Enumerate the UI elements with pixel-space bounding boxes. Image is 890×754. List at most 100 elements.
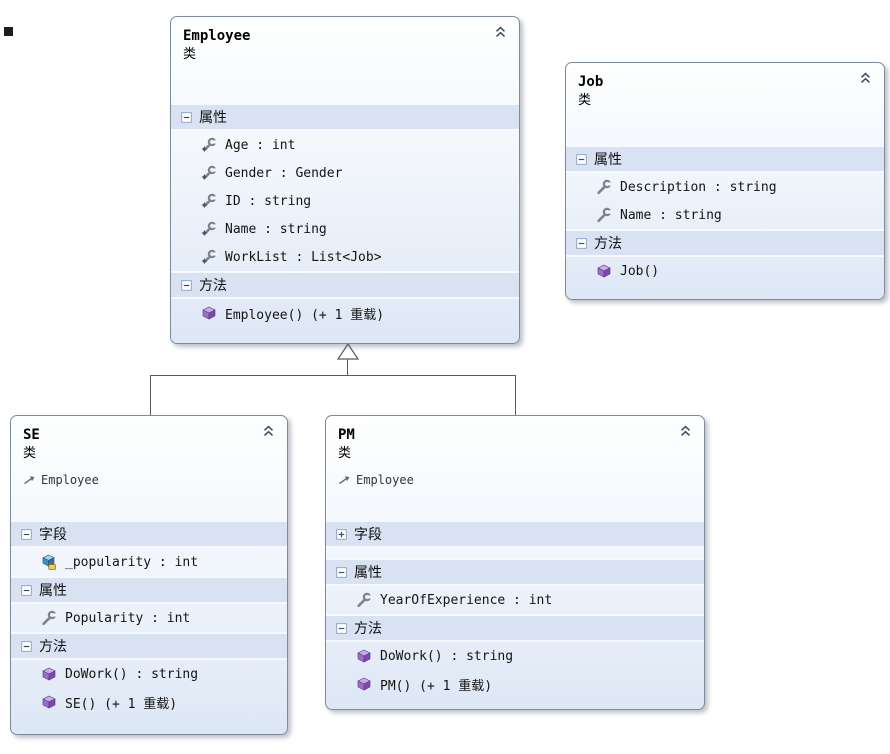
property-wrench-icon <box>356 592 372 608</box>
collapse-chevron-button[interactable] <box>676 425 694 440</box>
member-text: WorkList : List<Job> <box>225 249 382 265</box>
member-text: Age : int <box>225 137 296 153</box>
section-methods[interactable]: 方法 <box>566 229 884 257</box>
class-box-job[interactable]: Job 类 属性 Description : string Name : str… <box>565 62 885 300</box>
section-properties[interactable]: 属性 <box>566 145 884 173</box>
member-text: Gender : Gender <box>225 165 343 181</box>
diagram-handle-square <box>4 27 13 36</box>
member-text: Description : string <box>620 179 777 195</box>
minus-box-icon[interactable] <box>576 154 587 165</box>
collapse-chevron-button[interactable] <box>491 26 509 41</box>
property-wrench-star-icon <box>201 221 217 237</box>
section-label: 属性 <box>39 583 67 599</box>
base-class-row: Employee <box>338 473 692 487</box>
minus-box-icon[interactable] <box>21 585 32 596</box>
section-label: 属性 <box>354 565 382 581</box>
class-kind-label: 类 <box>183 47 197 62</box>
minus-box-icon[interactable] <box>181 280 192 291</box>
member-yearofexperience[interactable]: YearOfExperience : int <box>326 586 704 614</box>
section-label: 方法 <box>39 639 67 655</box>
section-label: 字段 <box>39 527 67 543</box>
member-popularity-field[interactable]: _popularity : int <box>11 548 287 576</box>
chevrons-up-icon <box>679 425 692 437</box>
collapse-chevron-button[interactable] <box>259 425 277 440</box>
inheritance-line-pm <box>515 375 516 415</box>
property-wrench-icon <box>41 610 57 626</box>
plus-box-icon[interactable] <box>336 529 347 540</box>
method-cube-icon <box>596 263 612 279</box>
member-popularity-prop[interactable]: Popularity : int <box>11 604 287 632</box>
inheritance-line-horizontal <box>150 375 516 376</box>
collapse-chevron-button[interactable] <box>856 72 874 87</box>
minus-box-icon[interactable] <box>21 641 32 652</box>
inheritance-triangle <box>337 343 359 360</box>
class-name: Employee <box>183 28 251 44</box>
member-text: Popularity : int <box>65 610 191 626</box>
class-header: Job 类 <box>566 63 884 145</box>
class-kind-label: 类 <box>338 446 352 461</box>
section-label: 方法 <box>199 278 227 294</box>
member-text: ID : string <box>225 193 312 209</box>
member-age[interactable]: Age : int <box>171 131 519 159</box>
member-name[interactable]: Name : string <box>566 201 884 229</box>
member-name[interactable]: Name : string <box>171 215 519 243</box>
chevrons-up-icon <box>859 72 872 84</box>
class-header: SE 类 Employee <box>11 416 287 520</box>
member-dowork[interactable]: DoWork() : string <box>11 660 287 688</box>
minus-box-icon[interactable] <box>336 567 347 578</box>
section-label: 属性 <box>594 152 622 168</box>
member-description[interactable]: Description : string <box>566 173 884 201</box>
section-properties[interactable]: 属性 <box>326 558 704 586</box>
member-dowork[interactable]: DoWork() : string <box>326 642 704 670</box>
section-label: 字段 <box>354 527 382 543</box>
member-employee-ctor[interactable]: Employee() (+ 1 重载) <box>171 299 519 327</box>
method-cube-icon <box>41 694 57 710</box>
private-field-lock-icon <box>41 554 57 570</box>
member-text: DoWork() : string <box>380 648 514 664</box>
base-class-row: Employee <box>23 473 275 487</box>
class-box-pm[interactable]: PM 类 Employee 字段 属性 YearOfExperience : i… <box>325 415 705 710</box>
class-box-se[interactable]: SE 类 Employee 字段 _popularity : int 属性 Po… <box>10 415 288 735</box>
member-text: Employee() (+ 1 重载) <box>225 307 385 323</box>
member-text: _popularity : int <box>65 554 199 570</box>
section-properties[interactable]: 属性 <box>171 103 519 131</box>
member-worklist[interactable]: WorkList : List<Job> <box>171 243 519 271</box>
class-box-employee[interactable]: Employee 类 属性 Age : int Gender : Gender … <box>170 16 520 344</box>
section-methods[interactable]: 方法 <box>326 614 704 642</box>
member-gender[interactable]: Gender : Gender <box>171 159 519 187</box>
class-name: SE <box>23 427 40 443</box>
method-cube-icon <box>356 648 372 664</box>
member-pm-ctor[interactable]: PM() (+ 1 重载) <box>326 670 704 698</box>
method-cube-icon <box>201 305 217 321</box>
class-kind-label: 类 <box>578 93 592 108</box>
member-text: Name : string <box>225 221 327 237</box>
section-fields[interactable]: 字段 <box>11 520 287 548</box>
member-job-ctor[interactable]: Job() <box>566 257 884 285</box>
minus-box-icon[interactable] <box>181 112 192 123</box>
minus-box-icon[interactable] <box>21 529 32 540</box>
property-wrench-star-icon <box>201 193 217 209</box>
member-text: SE() (+ 1 重载) <box>65 696 178 712</box>
class-header: PM 类 Employee <box>326 416 704 520</box>
inheritance-line-se <box>150 375 151 415</box>
member-text: YearOfExperience : int <box>380 592 553 608</box>
section-fields-collapsed[interactable]: 字段 <box>326 520 704 548</box>
method-cube-icon <box>356 676 372 692</box>
property-wrench-star-icon <box>201 165 217 181</box>
class-name: PM <box>338 427 355 443</box>
minus-box-icon[interactable] <box>336 623 347 634</box>
property-wrench-star-icon <box>201 249 217 265</box>
member-id[interactable]: ID : string <box>171 187 519 215</box>
class-kind-label: 类 <box>23 446 37 461</box>
section-label: 方法 <box>354 621 382 637</box>
section-methods[interactable]: 方法 <box>171 271 519 299</box>
inheritance-arrow-icon <box>23 474 36 486</box>
property-wrench-icon <box>596 179 612 195</box>
base-class-name: Employee <box>356 473 414 487</box>
section-properties[interactable]: 属性 <box>11 576 287 604</box>
member-se-ctor[interactable]: SE() (+ 1 重载) <box>11 688 287 716</box>
section-methods[interactable]: 方法 <box>11 632 287 660</box>
class-name: Job <box>578 74 604 90</box>
base-class-name: Employee <box>41 473 99 487</box>
minus-box-icon[interactable] <box>576 238 587 249</box>
